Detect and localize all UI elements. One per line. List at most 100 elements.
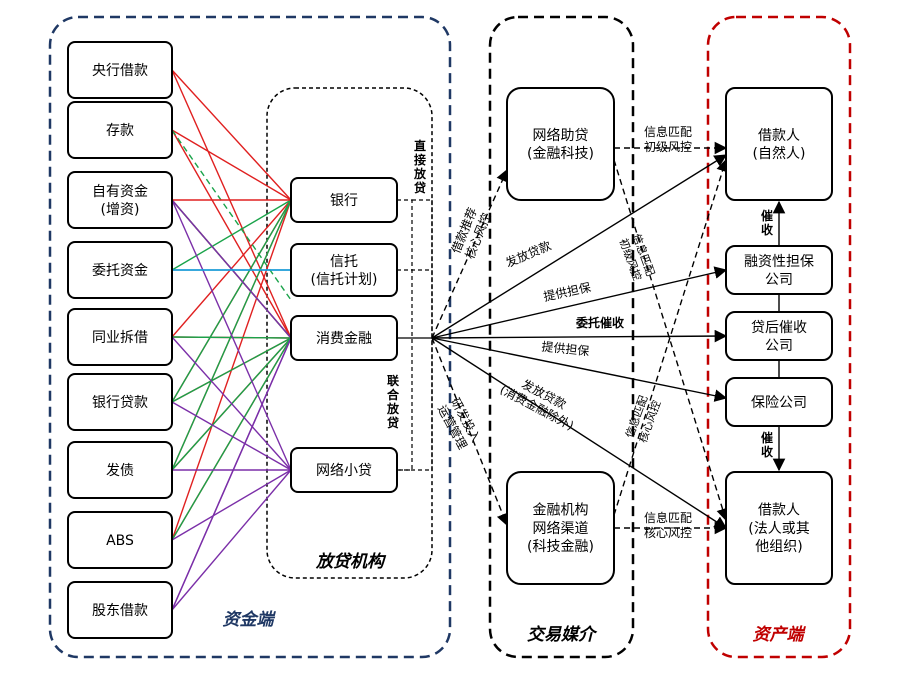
edge-deposit-to-consumer: [171, 129, 292, 339]
edge-fintech-to-corporate: [613, 159, 729, 522]
source-central: 央行借款: [67, 41, 173, 99]
source-abs: ABS: [67, 511, 173, 569]
source-deposit: 存款: [67, 101, 173, 159]
edge-shareholder-to-microloan: [171, 469, 292, 611]
edge-hub-to-guarantee: [431, 266, 728, 339]
region-label-lenders: 放贷机构: [315, 552, 387, 572]
edge-interbank-to-consumer: [171, 336, 292, 339]
region-lenders: 放贷机构: [266, 87, 433, 579]
source-own-label-0: 自有资金: [92, 184, 148, 200]
edge-channel-to-person: [613, 158, 729, 516]
edge-hub-to-collection: [431, 329, 728, 343]
asset-person-label-0: 借款人: [758, 128, 800, 144]
asset-guarantee-label-1: 公司: [765, 272, 793, 288]
source-entrust: 委托资金: [67, 241, 173, 299]
annotation-issue-loan: 发放贷款: [503, 238, 553, 271]
asset-insurance: 保险公司: [725, 377, 833, 427]
region-funding: 资金端: [48, 15, 452, 659]
annotation-joint-lending-line-2: 放: [386, 401, 400, 416]
asset-person-label-1: (自然人): [753, 145, 806, 162]
source-own-label-1: (增资): [101, 202, 140, 218]
medium-fintech-label-1: (金融科技): [527, 146, 594, 162]
edge-own-to-consumer: [171, 199, 292, 339]
annotation-collect-2-line-0: 催: [761, 430, 773, 445]
asset-corporate-label-0: 借款人: [758, 503, 800, 519]
region-assets: 资产端: [706, 15, 852, 659]
annotation-issue-loan-consumer: 发放贷款(消费金融除外): [498, 376, 577, 433]
lender-consumer-label-0: 消费金融: [316, 331, 372, 347]
region-label-funding: 资金端: [223, 610, 277, 630]
medium-channel-label-2: (科技金融): [527, 539, 594, 555]
lender-bracket: [397, 199, 433, 471]
edge-hub-to-corporate: [431, 337, 728, 529]
edge-hub-to-person: [431, 154, 728, 339]
annotation-collect-2: 催收: [761, 430, 773, 459]
source-central-label-0: 央行借款: [92, 63, 148, 79]
edge-entrust-to-bank: [171, 199, 292, 271]
edge-shareholder-to-consumer: [171, 337, 292, 611]
lender-microloan: 网络小贷: [290, 447, 398, 493]
annotation-direct-lending-line-1: 接: [414, 152, 426, 167]
edge-bankloan-to-consumer: [171, 337, 292, 403]
annotation-provide-guarantee: 提供担保: [542, 279, 592, 304]
annotation-issue-loan-line-0: 发放贷款: [503, 238, 553, 271]
medium-fintech: 网络助贷 (金融科技): [506, 87, 615, 201]
edge-deposit-to-trust-dashed: [171, 129, 292, 301]
region-label-assets: 资产端: [753, 625, 807, 645]
annotation-direct-lending-line-2: 放: [413, 166, 427, 181]
lender-trust-label-0: 信托: [330, 254, 358, 270]
source-entrust-label-0: 委托资金: [92, 263, 148, 279]
edge-abs-to-consumer: [171, 337, 292, 541]
medium-fintech-label-0: 网络助贷: [533, 128, 589, 144]
annotation-info-match-bottom-line-1: 核心风控: [644, 526, 692, 540]
annotation-info-match-top-line-0: 信息匹配: [644, 124, 692, 139]
edge-central-to-consumer: [171, 69, 292, 339]
edge-deposit-to-bank: [171, 129, 292, 201]
lender-consumer: 消费金融: [290, 315, 398, 361]
source-interbank: 同业拆借: [67, 308, 173, 366]
source-shareholder: 股东借款: [67, 581, 173, 639]
lender-bank: 银行: [290, 177, 398, 223]
medium-channel-label-1: 网络渠道: [533, 521, 589, 537]
edge-bankloan-to-microloan: [171, 401, 292, 471]
source-shareholder-label-0: 股东借款: [92, 603, 148, 619]
annotation-entrust-collection-line-0: 委托催收: [575, 315, 624, 330]
edge-abs-to-microloan: [171, 469, 292, 541]
annotation-direct-lending-line-0: 直: [414, 138, 426, 153]
lender-trust-label-1: (信托计划): [311, 272, 378, 288]
asset-person: 借款人(自然人): [725, 87, 833, 201]
source-own: 自有资金 (增资): [67, 171, 173, 229]
annotation-collect-2-line-1: 收: [761, 444, 773, 459]
lender-microloan-label-0: 网络小贷: [316, 463, 372, 479]
source-bankloan: 银行贷款: [67, 373, 173, 431]
annotation-entrust-collection: 委托催收: [575, 315, 624, 330]
asset-insurance-label-0: 保险公司: [751, 395, 807, 411]
edge-interbank-to-microloan: [171, 336, 292, 471]
annotation-collect-1-line-0: 催: [761, 208, 773, 223]
annotation-provide-guarantee-line-0: 提供担保: [542, 279, 592, 304]
lender-trust: 信托 (信托计划): [290, 243, 398, 297]
asset-corporate-label-2: 他组织): [755, 539, 802, 555]
source-deposit-label-0: 存款: [106, 123, 134, 139]
annotation-info-match-bottom-line-0: 信息匹配: [644, 510, 692, 525]
annotation-joint-lending-line-3: 贷: [387, 415, 399, 430]
asset-collection-label-0: 贷后催收: [751, 320, 807, 336]
annotation-joint-lending-line-1: 合: [387, 387, 400, 402]
annotation-provide-insurance: 提供担保: [541, 339, 590, 359]
asset-guarantee-label-0: 融资性担保: [744, 254, 814, 270]
edge-central-to-bank: [171, 69, 292, 201]
edge-hub-to-fintech: [431, 168, 509, 339]
annotation-collect-1-line-1: 收: [761, 222, 773, 237]
